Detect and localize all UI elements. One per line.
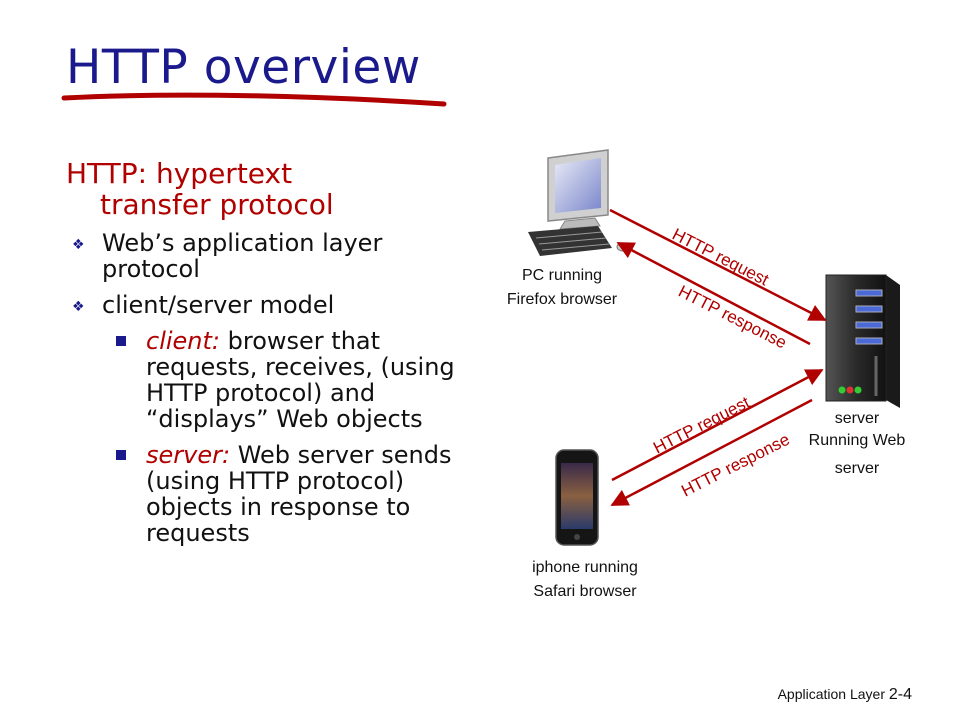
- iphone-label-line-1: iphone running: [532, 559, 638, 576]
- server-term: server:: [146, 441, 231, 469]
- client-term: client:: [146, 327, 221, 355]
- square-bullet-icon: [116, 450, 126, 460]
- slide-footer: Application Layer 2-4: [778, 686, 912, 704]
- server-icon: [825, 274, 900, 408]
- pc-request-arrow: [609, 208, 827, 322]
- bullet-item: ❖ client/server model client: browser th…: [66, 292, 466, 546]
- heading-line-2: transfer protocol: [100, 188, 334, 221]
- pc-request-label: HTTP request: [669, 225, 772, 290]
- iphone-icon: [555, 449, 599, 546]
- sub-bullet-item: server: Web server sends (using HTTP pro…: [66, 442, 466, 546]
- phone-request-label: HTTP request: [650, 393, 753, 458]
- server-label: server Running Web server: [782, 408, 932, 482]
- iphone-label-line-2: Safari browser: [533, 583, 637, 600]
- heading-line-1: HTTP: hypertext: [66, 157, 293, 190]
- phone-response-arrow: [610, 398, 813, 507]
- footer-section: Application Layer: [777, 686, 885, 702]
- server-label-line-2: Running Web: [808, 432, 906, 449]
- client-text: browser that requests, receives, (using …: [146, 327, 455, 433]
- page-number: 2-4: [888, 686, 912, 703]
- diamond-bullet-icon: ❖: [72, 237, 85, 253]
- pc-label-line-2: Firefox browser: [506, 291, 618, 308]
- bullet-text: client/server model: [102, 291, 335, 319]
- pc-response-arrow: [616, 241, 811, 346]
- square-bullet-icon: [116, 336, 126, 346]
- pc-label-line-1: PC running: [521, 267, 603, 284]
- server-label-line-1: server: [834, 410, 880, 427]
- title-underline: [61, 92, 447, 107]
- main-heading: HTTP: hypertext transfer protocol: [66, 158, 466, 220]
- server-text: Web server sends (using HTTP protocol) o…: [146, 441, 452, 547]
- pc-label: PC running Firefox browser: [480, 264, 644, 312]
- bullet-list: ❖ Web’s application layer protocol ❖ cli…: [66, 230, 466, 546]
- bullet-item: ❖ Web’s application layer protocol: [66, 230, 466, 282]
- slide-title: HTTP overview: [66, 40, 421, 95]
- phone-request-arrow: [611, 368, 824, 482]
- iphone-label: iphone running Safari browser: [500, 556, 670, 604]
- slide-body: HTTP: hypertext transfer protocol ❖ Web’…: [66, 158, 466, 546]
- pc-computer-icon: [528, 149, 630, 256]
- sub-bullet-item: client: browser that requests, receives,…: [66, 328, 466, 432]
- diamond-bullet-icon: ❖: [72, 299, 85, 315]
- sub-bullet-list: client: browser that requests, receives,…: [102, 328, 466, 546]
- server-label-line-3: server: [834, 460, 880, 477]
- bullet-text: Web’s application layer protocol: [102, 229, 383, 283]
